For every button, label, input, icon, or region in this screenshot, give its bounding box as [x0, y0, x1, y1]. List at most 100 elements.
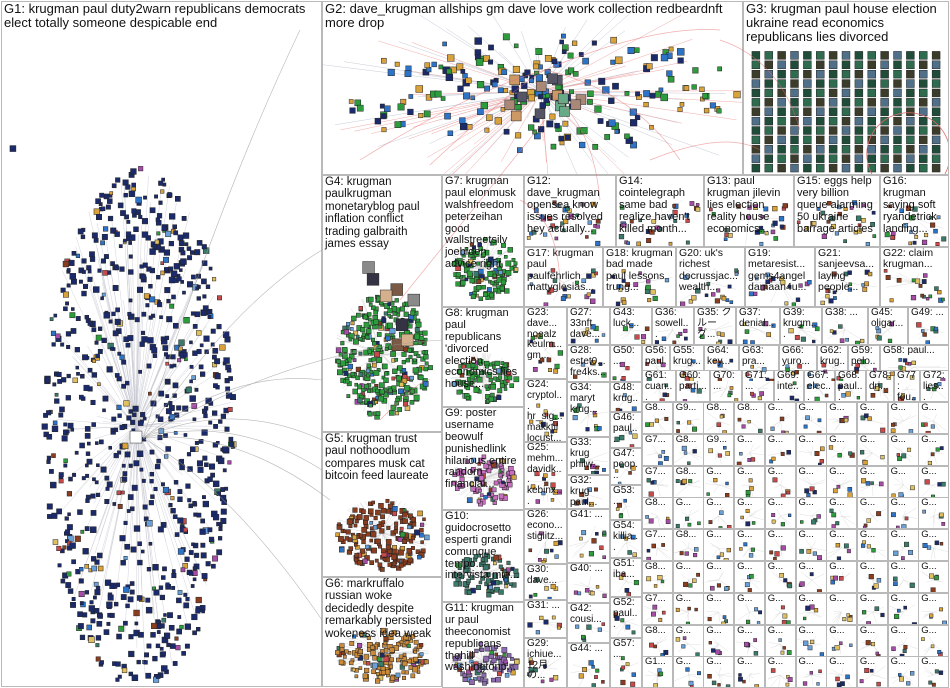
user-node [336, 348, 341, 353]
user-node [680, 102, 684, 106]
user-node [592, 41, 597, 45]
user-node [392, 369, 397, 374]
user-node [175, 196, 180, 201]
user-node [90, 527, 96, 533]
user-node [221, 509, 226, 515]
user-node [683, 582, 688, 587]
user-node [59, 479, 63, 483]
user-node [844, 272, 848, 276]
user-node [602, 373, 607, 378]
user-node [363, 634, 367, 638]
user-node [791, 89, 799, 97]
user-node [481, 481, 484, 485]
user-node [47, 434, 52, 439]
user-node [151, 623, 157, 629]
user-node [408, 514, 412, 518]
user-node [916, 322, 921, 327]
user-node [903, 359, 907, 363]
group-nodes [735, 594, 764, 624]
user-node [615, 616, 620, 621]
user-node [537, 404, 540, 407]
user-node [906, 682, 910, 686]
user-node [687, 523, 690, 526]
user-node [201, 310, 206, 315]
user-node [206, 561, 211, 566]
user-node [355, 519, 359, 523]
user-node [627, 592, 631, 596]
user-node [118, 504, 122, 508]
user-node [156, 674, 160, 678]
user-node [628, 47, 635, 53]
user-node [178, 549, 184, 555]
user-node [848, 271, 852, 275]
user-node [541, 422, 545, 426]
user-node [198, 467, 203, 472]
group-box-g22: G22: claim krugman... [880, 247, 949, 307]
node-cluster [620, 324, 649, 344]
group-box-g46: G46: paul... [610, 412, 642, 448]
small-group-tile: G... [857, 593, 888, 625]
user-node [414, 334, 419, 339]
user-node [872, 211, 875, 214]
group-nodes [766, 626, 795, 656]
user-node [854, 230, 858, 234]
user-node [96, 354, 100, 358]
user-node [514, 569, 518, 574]
user-node [752, 70, 760, 78]
user-node [765, 108, 773, 116]
user-node [881, 51, 889, 59]
user-node [475, 477, 479, 481]
user-node [129, 255, 133, 259]
user-node [117, 634, 122, 639]
user-node [349, 338, 352, 341]
user-node [725, 233, 729, 237]
user-node [724, 559, 728, 561]
user-node [341, 341, 345, 345]
user-node [684, 337, 687, 340]
user-node [61, 377, 66, 382]
user-node [93, 596, 96, 599]
user-node [213, 514, 219, 520]
user-node [125, 185, 130, 190]
user-node [621, 535, 625, 539]
user-node [85, 464, 88, 467]
user-node [886, 275, 890, 279]
user-node [923, 510, 926, 513]
user-node [778, 145, 786, 153]
user-node [374, 351, 379, 356]
user-node [711, 586, 715, 590]
group-nodes [674, 562, 703, 592]
user-node [591, 202, 595, 206]
user-node [80, 443, 85, 448]
user-node [694, 548, 698, 552]
user-node [771, 427, 775, 431]
group-box-g47: G47: peop... [610, 448, 642, 485]
user-node [562, 50, 566, 54]
user-node [536, 48, 542, 54]
user-node [209, 401, 213, 405]
node-cluster [828, 321, 867, 344]
user-node [176, 645, 181, 650]
user-node [816, 80, 824, 88]
user-node [381, 508, 386, 513]
user-node [855, 117, 863, 125]
user-node [942, 298, 945, 301]
user-node [767, 332, 771, 336]
user-node [420, 653, 423, 656]
user-node [625, 91, 629, 95]
user-node [528, 125, 534, 131]
user-node [377, 332, 381, 336]
user-node [622, 376, 626, 380]
user-node [92, 373, 97, 378]
user-node [910, 215, 915, 220]
user-node [345, 379, 349, 383]
user-node [791, 127, 799, 135]
user-node [942, 523, 945, 526]
user-node [452, 481, 456, 485]
user-node [529, 420, 533, 424]
group-nodes [735, 626, 764, 656]
user-node [158, 181, 163, 186]
group-box-g20: G20: uk's richest docrussjac... wealth..… [676, 247, 745, 307]
user-node [404, 312, 409, 317]
user-node [557, 204, 561, 208]
